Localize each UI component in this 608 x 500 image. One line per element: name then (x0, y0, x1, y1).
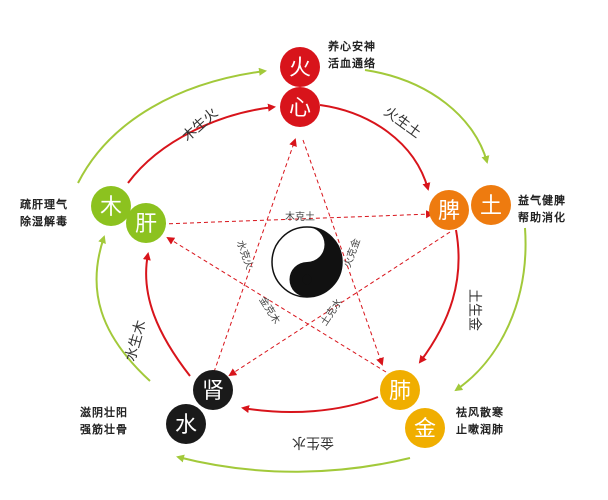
star-line-fire-metal (302, 139, 384, 366)
wood-note: 疏肝理气 除湿解毒 (20, 196, 68, 230)
outer-arc-fire-earth (364, 69, 490, 164)
outer-generating-ring (77, 67, 527, 473)
heart-organ-circle (280, 87, 320, 127)
spleen-organ-label: 脾 (438, 199, 460, 224)
heart-organ-label: 心 (289, 96, 311, 121)
outer-arc-earth-metal (454, 227, 527, 392)
fire-note-line-1: 养心安神 (328, 40, 376, 53)
label-water-wood: 水生木 (123, 319, 150, 364)
water-note: 滋阴壮阳 强筋壮骨 (80, 404, 128, 438)
label-earth-water: 土克水 (317, 296, 345, 328)
label-wood-earth: 木克土 (285, 210, 315, 223)
inner-arc-metal-water (241, 396, 379, 414)
earth-note-line-1: 益气健脾 (518, 194, 566, 207)
inner-arc-wood-fire (127, 103, 276, 184)
star-line-metal-wood (166, 236, 387, 373)
kidney-organ-label: 肾 (202, 379, 224, 404)
inner-arc-water-wood (142, 252, 191, 377)
star-line-earth-water (228, 231, 451, 377)
inner-generating-ring (127, 103, 460, 414)
wood-note-line-1: 疏肝理气 (20, 198, 68, 211)
label-wood-fire: 木生火 (179, 105, 221, 145)
controlling-star (161, 138, 451, 377)
fire-element-label: 火 (289, 56, 311, 81)
label-earth-metal: 土生金 (466, 289, 482, 331)
water-note-line-2: 强筋壮骨 (80, 423, 128, 436)
yin-yang-icon (271, 226, 343, 298)
outer-arc-wood-fire (77, 67, 267, 184)
spleen-organ-circle (429, 190, 469, 230)
label-metal-water: 金生水 (292, 434, 334, 450)
fire-element-circle (280, 47, 320, 87)
fire-note-line-2: 活血通络 (328, 57, 376, 70)
liver-organ-label: 肝 (135, 212, 157, 237)
label-fire-metal: 火克金 (340, 236, 362, 269)
earth-note: 益气健脾 帮助消化 (518, 192, 566, 226)
water-note-line-1: 滋阴壮阳 (80, 406, 128, 419)
earth-element-circle (471, 185, 511, 225)
lung-organ-circle (380, 370, 420, 410)
wood-element-label: 木 (100, 195, 122, 220)
lung-organ-label: 肺 (389, 379, 411, 404)
metal-element-label: 金 (414, 417, 436, 442)
water-element-label: 水 (175, 413, 197, 438)
water-element-circle (166, 404, 206, 444)
fire-note: 养心安神 活血通络 (328, 38, 376, 72)
inner-arc-fire-earth (319, 104, 431, 191)
label-metal-wood: 金克木 (257, 294, 284, 326)
wood-element-circle (91, 186, 131, 226)
label-fire-earth: 火生土 (381, 104, 424, 142)
outer-arc-water-wood (95, 235, 151, 382)
metal-note-line-1: 祛风散寒 (456, 406, 504, 419)
liver-organ-circle (126, 203, 166, 243)
metal-element-circle (405, 408, 445, 448)
star-line-water-fire (213, 138, 297, 373)
inner-arc-earth-metal (418, 229, 460, 364)
metal-note: 祛风散寒 止嗽润肺 (456, 404, 504, 438)
metal-note-line-2: 止嗽润肺 (456, 423, 504, 436)
outer-arc-metal-water (176, 454, 411, 473)
earth-note-line-2: 帮助消化 (518, 211, 566, 224)
star-line-wood-earth (161, 210, 434, 225)
earth-element-label: 土 (480, 194, 502, 219)
kidney-organ-circle (193, 370, 233, 410)
label-water-fire: 水克火 (234, 239, 256, 271)
wood-note-line-2: 除湿解毒 (20, 215, 68, 228)
